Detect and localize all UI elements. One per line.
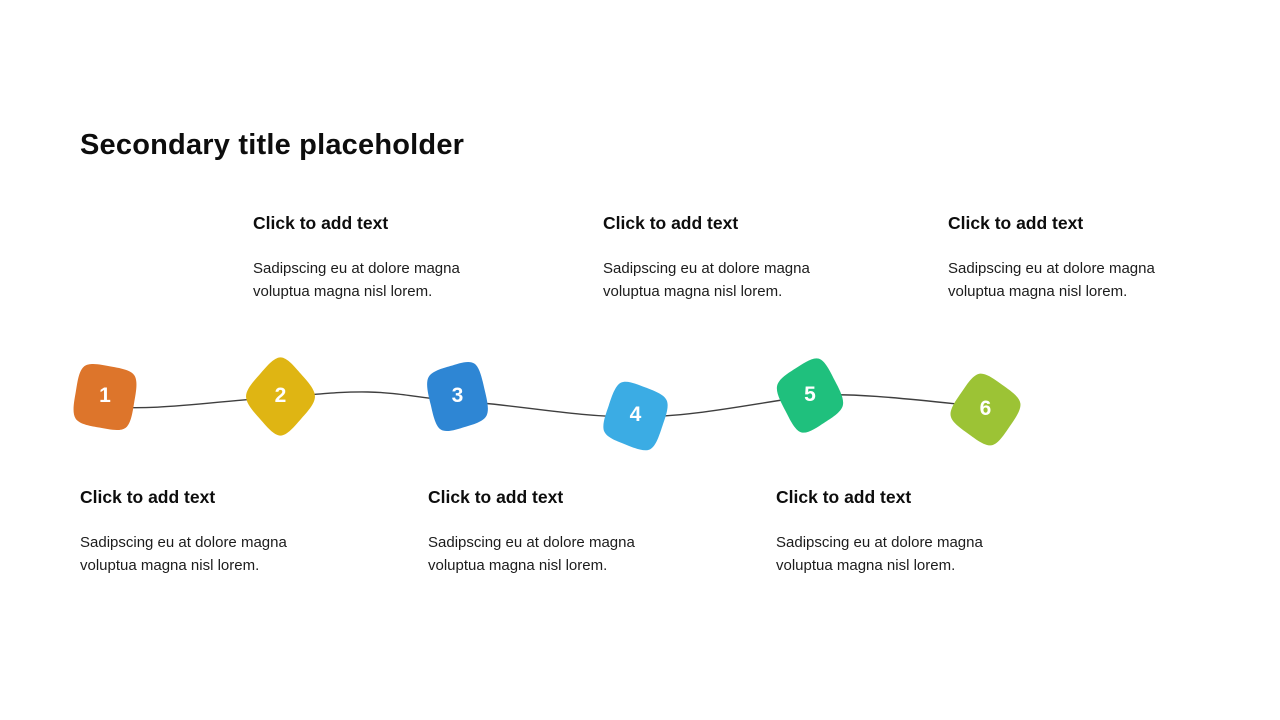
- step-heading: Click to add text: [253, 213, 389, 233]
- step-text-1[interactable]: Click to add text Sadipscing eu at dolor…: [80, 487, 332, 577]
- step-number: 6: [979, 396, 992, 420]
- step-number: 1: [99, 384, 111, 408]
- step-text-5[interactable]: Click to add text Sadipscing eu at dolor…: [776, 487, 1028, 577]
- step-blob-1[interactable]: 1: [66, 356, 144, 438]
- step-body: Sadipscing eu at dolore magna voluptua m…: [948, 260, 1155, 300]
- step-heading: Click to add text: [428, 487, 564, 507]
- step-body: Sadipscing eu at dolore magna voluptua m…: [428, 534, 635, 574]
- step-heading: Click to add text: [948, 213, 1084, 233]
- step-body: Sadipscing eu at dolore magna voluptua m…: [603, 260, 810, 300]
- step-text-2[interactable]: Click to add text Sadipscing eu at dolor…: [253, 213, 505, 303]
- step-number: 5: [804, 382, 816, 406]
- step-blob-2[interactable]: 2: [243, 354, 318, 439]
- step-text-6[interactable]: Click to add text Sadipscing eu at dolor…: [948, 213, 1200, 303]
- step-heading: Click to add text: [603, 213, 739, 233]
- blob-shape-icon: [73, 363, 137, 431]
- blob-shape-icon: [427, 361, 488, 432]
- step-heading: Click to add text: [80, 487, 216, 507]
- slide-title[interactable]: Secondary title placeholder: [80, 129, 465, 161]
- step-blob-6[interactable]: 6: [947, 370, 1024, 449]
- step-number: 2: [274, 383, 287, 407]
- step-blob-4[interactable]: 4: [598, 376, 673, 456]
- step-body: Sadipscing eu at dolore magna voluptua m…: [776, 534, 983, 574]
- blob-shape-icon: [776, 358, 844, 433]
- connector-path: [104, 391, 987, 418]
- step-body: Sadipscing eu at dolore magna voluptua m…: [253, 260, 460, 300]
- step-text-4[interactable]: Click to add text Sadipscing eu at dolor…: [603, 213, 855, 303]
- step-number: 3: [451, 383, 464, 407]
- step-text-3[interactable]: Click to add text Sadipscing eu at dolor…: [428, 487, 680, 577]
- blob-shape-icon: [246, 357, 315, 436]
- step-blob-3[interactable]: 3: [421, 355, 494, 438]
- blob-shape-icon: [603, 381, 668, 451]
- step-heading: Click to add text: [776, 487, 912, 507]
- step-number: 4: [629, 403, 642, 427]
- step-body: Sadipscing eu at dolore magna voluptua m…: [80, 534, 287, 574]
- step-blob-5[interactable]: 5: [773, 354, 847, 437]
- blob-shape-icon: [950, 373, 1021, 446]
